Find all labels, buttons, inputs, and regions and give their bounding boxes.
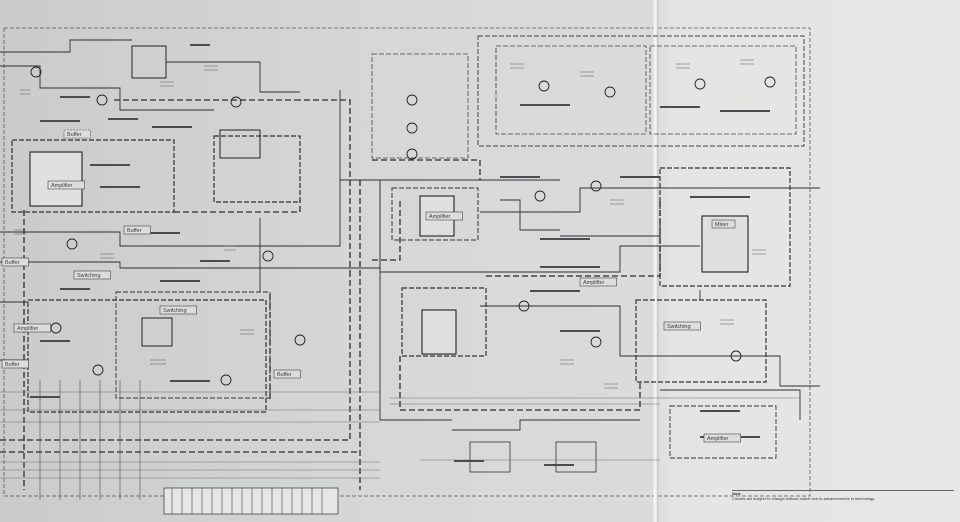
ic-mid-frame <box>425 211 463 221</box>
connector-pins <box>171 488 323 514</box>
vertical-drops <box>39 380 141 500</box>
amplifier-3-frame <box>579 277 617 287</box>
subboard-box-1 <box>477 35 805 147</box>
ic-right-label: Mixer <box>715 222 729 228</box>
switching-3-frame <box>663 321 701 331</box>
buffer-5-frame <box>1 359 29 369</box>
ic-center <box>219 129 261 159</box>
ic-left <box>29 151 83 207</box>
buffer-1-frame <box>63 129 91 139</box>
buffer-4-label: Buffer <box>277 372 292 378</box>
dashed-wires <box>0 99 661 490</box>
right-mid-board <box>659 167 791 287</box>
reg-box-2 <box>555 441 597 473</box>
right-lower-board <box>635 299 767 383</box>
bus-lines <box>0 391 800 479</box>
amplifier-1-frame <box>47 180 85 190</box>
amplifier-2-frame <box>13 323 51 333</box>
amplifier-3-label: Amplifier <box>583 280 605 286</box>
note-text: Circuits are subject to change without n… <box>732 496 876 501</box>
switching-2-label: Switching <box>163 308 187 314</box>
switching-1-label: Switching <box>77 273 101 279</box>
lower-mid-board <box>401 287 487 357</box>
subboard-box-3 <box>649 45 797 135</box>
buffer-2-frame <box>123 225 151 235</box>
mid-board <box>391 187 479 241</box>
switch-box <box>371 53 469 159</box>
component-ticks <box>14 59 766 389</box>
amplifier-1-label: Amplifier <box>51 183 73 189</box>
note-box: Note Circuits are subject to change with… <box>732 490 954 508</box>
signal-paths <box>0 39 820 431</box>
buffer-4-frame <box>273 369 301 379</box>
amplifier-4-frame <box>703 433 741 443</box>
switching-3-label: Switching <box>667 324 691 330</box>
ic-top-left <box>131 45 167 79</box>
amplifier-2-label: Amplifier <box>17 326 39 332</box>
center-board <box>213 135 301 203</box>
amplifier-4-label: Amplifier <box>707 436 729 442</box>
left-board-1 <box>11 139 175 213</box>
ic-right-frame <box>711 219 736 229</box>
buffer-2-label: Buffer <box>127 228 142 234</box>
ic-lower <box>421 309 457 355</box>
ic-mid-label: Amplifier <box>429 214 451 220</box>
subboard-box-2 <box>495 45 647 135</box>
buffer-3-frame <box>1 257 29 267</box>
note-title: Note <box>732 491 741 496</box>
buffer-1-label: Buffer <box>67 132 82 138</box>
buffer-5-label: Buffer <box>5 362 20 368</box>
switching-1-frame <box>73 270 111 280</box>
amp-bottom-board <box>669 405 777 459</box>
transistors <box>30 66 776 386</box>
reg-box-1 <box>469 441 511 473</box>
block-labels: BufferBufferAmplifierSwitchingAmplifierS… <box>1 129 741 443</box>
switching-2-frame <box>159 305 197 315</box>
left-board-2 <box>27 299 267 413</box>
ic-lower-left <box>141 317 173 347</box>
buffer-3-label: Buffer <box>5 260 20 266</box>
bottom-connector <box>163 487 339 515</box>
